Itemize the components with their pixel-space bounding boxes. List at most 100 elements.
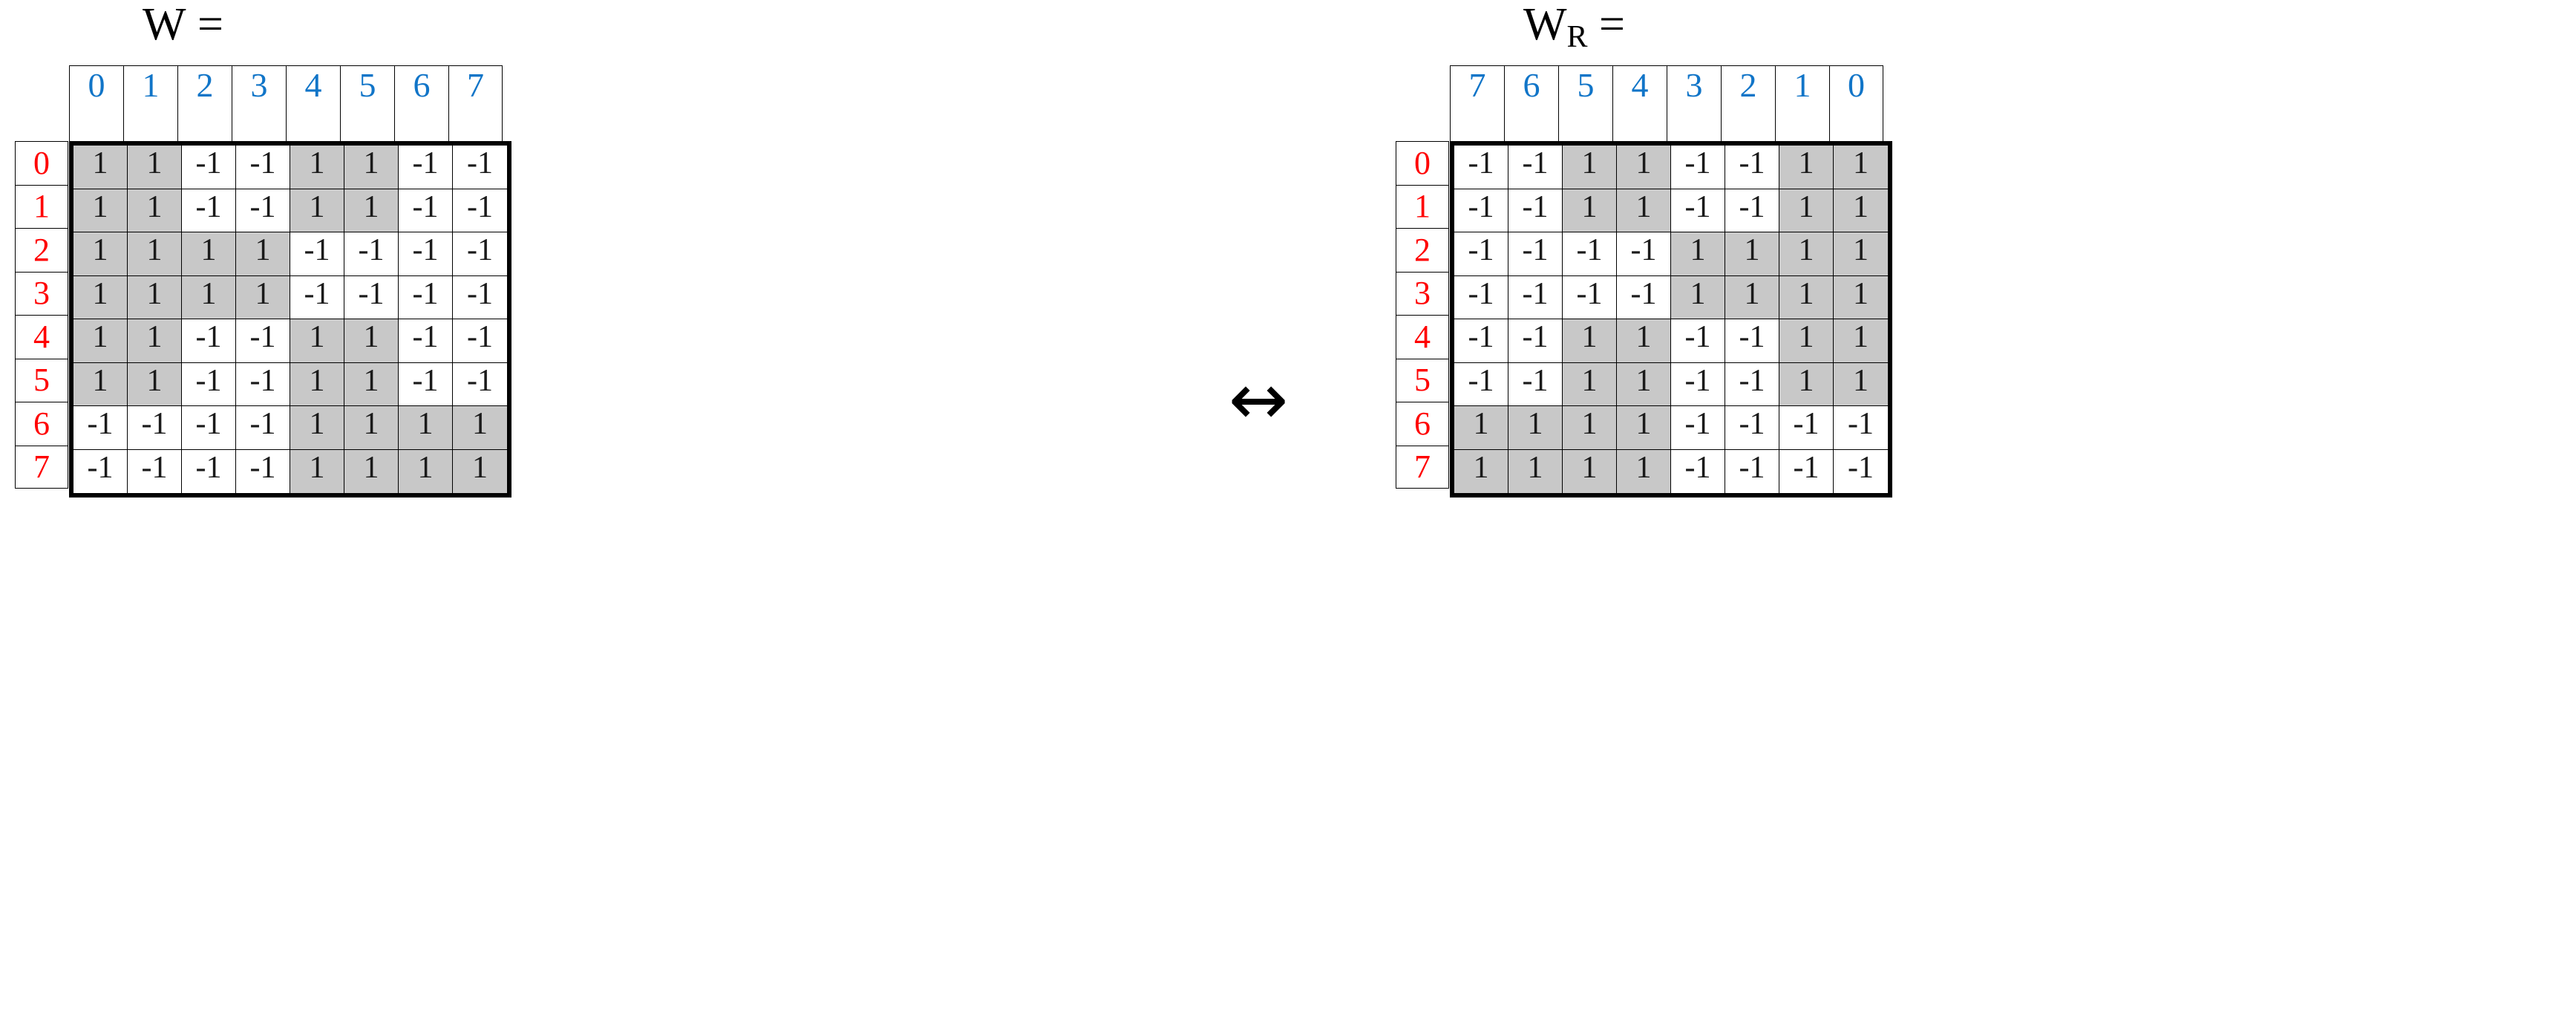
matrix-w-column-header-1: 1 xyxy=(123,65,177,142)
matrix-wr-cell-4-1: -1 xyxy=(1508,319,1563,363)
matrix-w-cell-3-5: -1 xyxy=(344,275,399,319)
matrix-w-row-header-0: 0 xyxy=(15,141,68,185)
matrix-w-cell-3-0: 1 xyxy=(73,275,128,319)
matrix-w-row-header-2: 2 xyxy=(15,228,68,272)
matrix-w-row-header-6: 6 xyxy=(15,402,68,446)
matrix-w-cell-3-6: -1 xyxy=(399,275,453,319)
matrix-wr-column-header-2: 5 xyxy=(1558,65,1612,142)
matrix-w-cell-0-3: -1 xyxy=(236,146,290,189)
matrix-w-cell-7-1: -1 xyxy=(128,449,182,493)
matrix-w-cell-5-2: -1 xyxy=(182,362,236,406)
matrix-wr-cell-3-7: 1 xyxy=(1834,275,1888,319)
matrix-w-cell-7-3: -1 xyxy=(236,449,290,493)
matrix-w-cell-5-4: 1 xyxy=(290,362,344,406)
matrix-wr-cell-2-7: 1 xyxy=(1834,232,1888,276)
matrix-wr-cell-2-6: 1 xyxy=(1779,232,1834,276)
matrix-w-cell-6-5: 1 xyxy=(344,406,399,450)
matrix-wr-cell-6-4: -1 xyxy=(1671,406,1725,450)
matrix-wr-cell-3-1: -1 xyxy=(1508,275,1563,319)
matrix-wr-cell-5-6: 1 xyxy=(1779,362,1834,406)
matrix-wr-cell-4-5: -1 xyxy=(1725,319,1779,363)
matrix-w-cell-5-6: -1 xyxy=(399,362,453,406)
matrix-w-cell-0-6: -1 xyxy=(399,146,453,189)
matrix-wr-cell-7-1: 1 xyxy=(1508,449,1563,493)
matrix-wr-cell-1-6: 1 xyxy=(1779,189,1834,232)
matrix-w-cell-2-3: 1 xyxy=(236,232,290,276)
matrix-w-cell-4-4: 1 xyxy=(290,319,344,363)
matrix-wr-column-header-0: 7 xyxy=(1450,65,1504,142)
matrix-wr-cell-0-6: 1 xyxy=(1779,146,1834,189)
matrix-wr-cell-2-1: -1 xyxy=(1508,232,1563,276)
matrix-wr-cell-5-7: 1 xyxy=(1834,362,1888,406)
matrix-w-column-header-4: 4 xyxy=(286,65,340,142)
matrix-wr-cell-3-2: -1 xyxy=(1563,275,1617,319)
matrix-wr-cell-6-5: -1 xyxy=(1725,406,1779,450)
matrix-wr-cell-5-3: 1 xyxy=(1617,362,1671,406)
matrix-wr-cell-7-6: -1 xyxy=(1779,449,1834,493)
matrix-w-cell-1-4: 1 xyxy=(290,189,344,232)
matrix-w-column-header-3: 3 xyxy=(232,65,286,142)
matrix-w-cell-6-7: 1 xyxy=(453,406,507,450)
matrix-wr-cell-5-2: 1 xyxy=(1563,362,1617,406)
matrix-wr-cell-0-0: -1 xyxy=(1454,146,1508,189)
matrix-w-cell-7-7: 1 xyxy=(453,449,507,493)
matrix-wr-cell-3-6: 1 xyxy=(1779,275,1834,319)
matrix-w-cell-2-7: -1 xyxy=(453,232,507,276)
matrix-wr-cell-3-0: -1 xyxy=(1454,275,1508,319)
matrix-w-cell-2-5: -1 xyxy=(344,232,399,276)
matrix-wr-cell-1-2: 1 xyxy=(1563,189,1617,232)
matrix-wr-cell-1-5: -1 xyxy=(1725,189,1779,232)
matrix-w-cell-6-0: -1 xyxy=(73,406,128,450)
matrix-wr-cell-6-0: 1 xyxy=(1454,406,1508,450)
matrix-w-row-header-3: 3 xyxy=(15,271,68,315)
matrix-wr-cell-7-3: 1 xyxy=(1617,449,1671,493)
matrix-wr-column-header-6: 1 xyxy=(1775,65,1829,142)
matrix-w-row-header-5: 5 xyxy=(15,358,68,402)
matrix-wr-cell-4-2: 1 xyxy=(1563,319,1617,363)
matrix-w-cell-3-2: 1 xyxy=(182,275,236,319)
matrix-w-cell-1-6: -1 xyxy=(399,189,453,232)
matrix-wr-cell-5-5: -1 xyxy=(1725,362,1779,406)
matrix-w-cell-0-4: 1 xyxy=(290,146,344,189)
matrix-wr-title-subscript: R xyxy=(1566,20,1588,54)
matrix-wr-title: WR = xyxy=(1523,0,1625,54)
matrix-wr-cell-2-4: 1 xyxy=(1671,232,1725,276)
matrix-w-cell-0-1: 1 xyxy=(128,146,182,189)
matrix-wr-title-base: W xyxy=(1523,0,1567,50)
matrix-w-cell-5-0: 1 xyxy=(73,362,128,406)
matrix-w-cell-3-4: -1 xyxy=(290,275,344,319)
matrix-wr-row-header-7: 7 xyxy=(1396,445,1449,489)
matrix-wr-cell-2-0: -1 xyxy=(1454,232,1508,276)
matrix-w-column-header-7: 7 xyxy=(448,65,503,142)
matrix-w-row-header-4: 4 xyxy=(15,315,68,359)
matrix-wr-cell-0-2: 1 xyxy=(1563,146,1617,189)
matrix-wr-cell-6-3: 1 xyxy=(1617,406,1671,450)
matrix-w-column-header-6: 6 xyxy=(394,65,448,142)
matrix-w-cell-4-0: 1 xyxy=(73,319,128,363)
matrix-w-row-header-1: 1 xyxy=(15,184,68,228)
matrix-w-cell-7-6: 1 xyxy=(399,449,453,493)
matrix-wr-row-header-3: 3 xyxy=(1396,271,1449,315)
matrix-wr-cell-1-1: -1 xyxy=(1508,189,1563,232)
matrix-wr-cell-6-6: -1 xyxy=(1779,406,1834,450)
matrix-w-cell-2-2: 1 xyxy=(182,232,236,276)
matrix-w-cell-1-3: -1 xyxy=(236,189,290,232)
matrix-w-cell-2-1: 1 xyxy=(128,232,182,276)
matrix-w-column-header-0: 0 xyxy=(69,65,123,142)
matrix-w-title-base: W xyxy=(143,0,186,50)
matrix-w-cell-0-7: -1 xyxy=(453,146,507,189)
matrix-w-cell-2-4: -1 xyxy=(290,232,344,276)
matrix-w-cell-1-0: 1 xyxy=(73,189,128,232)
matrix-wr-row-header-0: 0 xyxy=(1396,141,1449,185)
matrix-w-cell-1-1: 1 xyxy=(128,189,182,232)
